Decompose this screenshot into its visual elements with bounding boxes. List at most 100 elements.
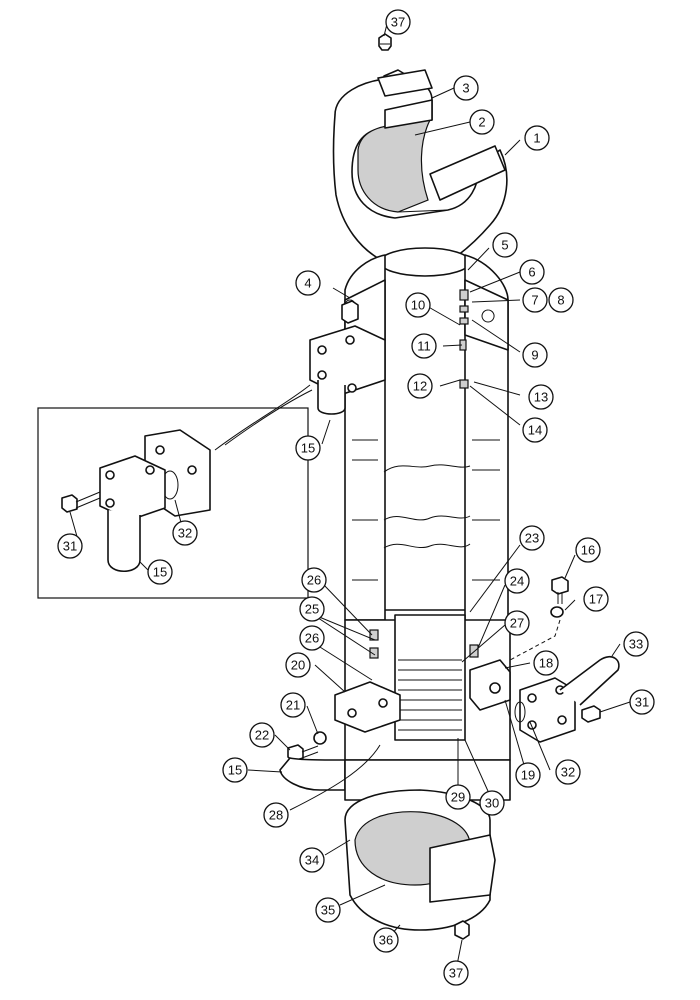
grease-fitting-bottom — [454, 920, 470, 940]
callout-22: 22 — [249, 722, 275, 748]
callout-32-inset: 32 — [172, 520, 198, 546]
callout-4: 4 — [295, 270, 321, 296]
callout-34: 34 — [299, 847, 325, 873]
callout-21: 21 — [280, 692, 306, 718]
cylinder-illustration — [37, 23, 631, 971]
svg-text:37: 37 — [449, 966, 463, 981]
svg-text:33: 33 — [629, 637, 643, 652]
svg-text:16: 16 — [581, 543, 595, 558]
svg-text:9: 9 — [531, 348, 538, 363]
callout-32-main: 32 — [555, 759, 581, 785]
callout-27: 27 — [504, 610, 530, 636]
callout-17: 17 — [583, 586, 609, 612]
svg-text:15: 15 — [228, 763, 242, 778]
inset-detail-box — [37, 384, 313, 599]
svg-text:19: 19 — [521, 768, 535, 783]
washer-17 — [550, 606, 564, 618]
svg-text:20: 20 — [291, 658, 305, 673]
svg-text:37: 37 — [391, 15, 405, 30]
svg-text:26: 26 — [307, 573, 321, 588]
callout-3: 3 — [453, 75, 479, 101]
svg-text:3: 3 — [462, 81, 469, 96]
callout-8: 8 — [548, 287, 574, 313]
svg-text:8: 8 — [557, 293, 564, 308]
callout-25: 25 — [299, 596, 325, 622]
callout-14: 14 — [522, 417, 548, 443]
svg-text:4: 4 — [304, 276, 311, 291]
callout-26-upper: 26 — [301, 567, 327, 593]
bolt-16 — [551, 576, 569, 595]
callout-15-lower: 15 — [222, 757, 248, 783]
svg-text:10: 10 — [411, 298, 425, 313]
callout-12: 12 — [407, 373, 433, 399]
svg-text:5: 5 — [501, 238, 508, 253]
svg-text:28: 28 — [269, 808, 283, 823]
svg-text:6: 6 — [528, 265, 535, 280]
svg-text:35: 35 — [321, 903, 335, 918]
callout-9: 9 — [522, 342, 548, 368]
svg-text:17: 17 — [589, 592, 603, 607]
callout-31-inset: 31 — [57, 533, 83, 559]
callout-23: 23 — [519, 525, 545, 551]
callout-30: 30 — [479, 790, 505, 816]
callout-33: 33 — [623, 631, 649, 657]
svg-text:30: 30 — [485, 796, 499, 811]
svg-text:31: 31 — [635, 695, 649, 710]
svg-text:15: 15 — [301, 441, 315, 456]
washer-21 — [313, 731, 327, 745]
svg-text:27: 27 — [510, 616, 524, 631]
callout-11: 11 — [411, 333, 437, 359]
callout-19: 19 — [515, 762, 541, 788]
upper-port-block — [309, 300, 386, 415]
svg-text:26: 26 — [305, 631, 319, 646]
svg-text:18: 18 — [539, 656, 553, 671]
svg-text:32: 32 — [178, 526, 192, 541]
callout-5: 5 — [492, 232, 518, 258]
lower-assembly — [334, 614, 511, 761]
svg-text:24: 24 — [510, 574, 524, 589]
svg-text:31: 31 — [63, 539, 77, 554]
svg-text:36: 36 — [379, 933, 393, 948]
svg-text:14: 14 — [528, 423, 542, 438]
callout-layer: 37 3 2 1 5 6 7 8 4 10 9 11 12 13 14 15 3… — [57, 9, 655, 986]
svg-text:13: 13 — [534, 390, 548, 405]
svg-text:12: 12 — [413, 379, 427, 394]
callout-6: 6 — [519, 259, 545, 285]
callout-10: 10 — [405, 292, 431, 318]
rod-top-ellipse — [379, 247, 471, 277]
callout-35: 35 — [315, 897, 341, 923]
callout-20: 20 — [285, 652, 311, 678]
callout-26-lower: 26 — [299, 625, 325, 651]
callout-18: 18 — [533, 650, 559, 676]
callout-29: 29 — [445, 784, 471, 810]
callout-28: 28 — [263, 802, 289, 828]
svg-text:32: 32 — [561, 765, 575, 780]
grease-fitting-top — [378, 33, 392, 51]
svg-text:23: 23 — [525, 531, 539, 546]
svg-text:15: 15 — [153, 565, 167, 580]
tube-assembly-33 — [514, 655, 620, 743]
callout-13: 13 — [528, 384, 554, 410]
callout-15-inset: 15 — [147, 559, 173, 585]
svg-text:25: 25 — [305, 602, 319, 617]
callout-1: 1 — [524, 125, 550, 151]
svg-text:29: 29 — [451, 790, 465, 805]
svg-text:11: 11 — [417, 339, 431, 354]
callout-37-bottom: 37 — [443, 960, 469, 986]
callout-31-main: 31 — [629, 689, 655, 715]
callout-15-upper: 15 — [295, 435, 321, 461]
svg-text:7: 7 — [531, 293, 538, 308]
callout-24: 24 — [504, 568, 530, 594]
svg-text:21: 21 — [286, 698, 300, 713]
callout-36: 36 — [373, 927, 399, 953]
svg-text:34: 34 — [305, 853, 319, 868]
base-eye — [344, 759, 511, 931]
callout-7: 7 — [522, 287, 548, 313]
svg-text:22: 22 — [255, 728, 269, 743]
callout-37-top: 37 — [385, 9, 411, 35]
rod-eye — [332, 69, 508, 283]
callout-16: 16 — [575, 537, 601, 563]
svg-text:2: 2 — [478, 115, 485, 130]
svg-text:1: 1 — [533, 131, 540, 146]
